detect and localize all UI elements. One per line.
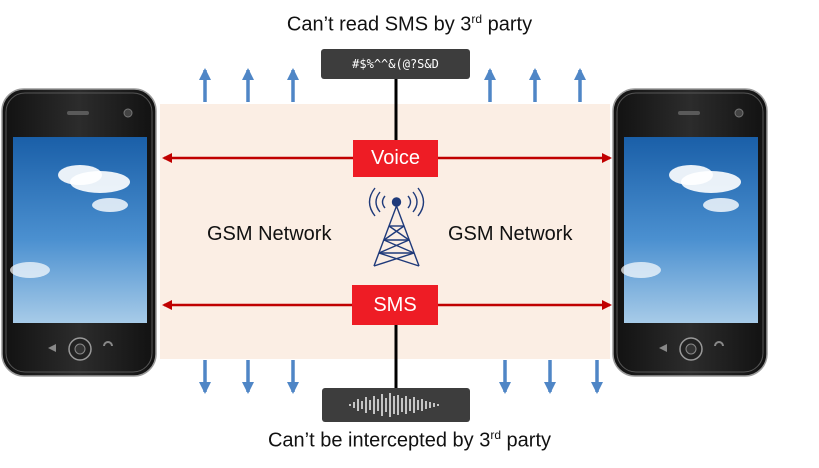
waveform-icon bbox=[349, 393, 439, 417]
bottom-caption-text: Can’t be intercepted by 3 bbox=[267, 429, 491, 452]
phone-left-icon bbox=[1, 88, 157, 377]
encrypted-text: #$%^^&(@?S&D bbox=[352, 57, 439, 71]
upward-arrows-right bbox=[484, 68, 586, 102]
voice-channel-box: Voice bbox=[353, 140, 438, 177]
cell-tower-icon bbox=[368, 187, 425, 267]
encrypted-text-box: #$%^^&(@?S&D bbox=[321, 49, 470, 79]
gsm-network-label-right: GSM Network bbox=[448, 223, 573, 245]
top-caption-text: Can’t read SMS by 3 bbox=[286, 13, 472, 36]
phone-right-icon bbox=[612, 88, 768, 377]
gsm-network-label-left: GSM Network bbox=[207, 223, 332, 245]
bottom-caption-suffix: party bbox=[501, 429, 552, 452]
voice-label: Voice bbox=[371, 147, 420, 169]
top-caption-superscript: rd bbox=[471, 12, 483, 26]
sms-channel-box: SMS bbox=[352, 285, 438, 325]
downward-arrows-left bbox=[199, 360, 299, 394]
top-caption: Can’t read SMS by 3rd party bbox=[0, 12, 819, 37]
downward-arrows-right bbox=[499, 360, 603, 394]
bottom-caption-superscript: rd bbox=[490, 428, 501, 442]
upward-arrows-left bbox=[199, 68, 299, 102]
bottom-caption: Can’t be intercepted by 3rd party bbox=[0, 428, 819, 453]
sms-label: SMS bbox=[373, 294, 417, 316]
top-caption-suffix: party bbox=[482, 13, 533, 36]
